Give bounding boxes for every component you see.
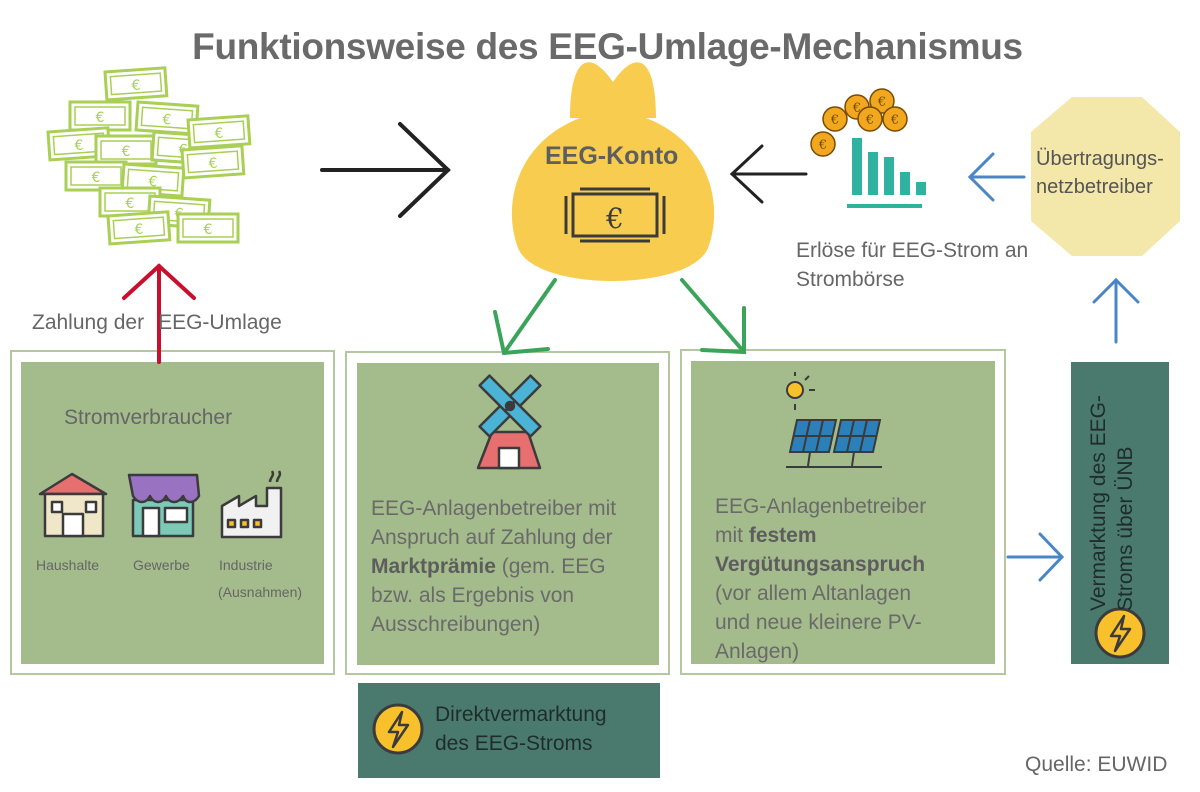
shop-icon xyxy=(127,473,201,538)
markt-line: bzw. als Ergebnis von xyxy=(371,584,575,607)
svg-text:€: € xyxy=(818,138,827,153)
banknote-icon: € xyxy=(64,160,128,192)
octagon-shape xyxy=(1031,97,1180,256)
arrow-to-konto xyxy=(320,122,451,218)
factory-icon xyxy=(220,470,283,539)
banknote-icon: € xyxy=(180,144,246,180)
ausnahmen-label: (Ausnahmen) xyxy=(218,584,303,600)
svg-text:€: € xyxy=(214,126,224,143)
banknote-icon: € xyxy=(103,66,169,102)
svg-text:€: € xyxy=(122,144,131,160)
svg-text:€: € xyxy=(131,78,141,95)
house-icon xyxy=(38,472,108,538)
svg-text:€: € xyxy=(204,222,213,238)
windmill-icon xyxy=(476,374,542,470)
fest-line: (vor allem Altanlagen xyxy=(715,582,912,605)
svg-text:€: € xyxy=(890,113,899,128)
banknote-icon: € xyxy=(94,134,158,166)
solar-panel-icon xyxy=(786,419,882,468)
banknote-icon: € xyxy=(106,210,172,246)
svg-text:€: € xyxy=(852,101,861,116)
uenb-label: Übertragungs-netzbetreiber xyxy=(1036,148,1164,198)
banknote-icon: € xyxy=(68,100,132,132)
svg-text:€: € xyxy=(92,170,101,186)
haushalte-label: Haushalte xyxy=(36,557,100,573)
markt-line: (gem. EEG xyxy=(495,555,606,578)
svg-text:€: € xyxy=(148,174,158,191)
verbraucher-frame xyxy=(10,350,335,675)
svg-text:€: € xyxy=(126,196,135,212)
fest-line: EEG-Anlagenbetreiber xyxy=(715,495,927,518)
svg-text:€: € xyxy=(74,138,84,155)
zahlung-label-part-b: EEG-Umlage xyxy=(158,311,282,334)
fest-line: Anlagen) xyxy=(715,640,800,663)
vermarktung-line: Stroms über ÜNB xyxy=(1114,446,1137,611)
vermarktung-line: Vermarktung des EEG- xyxy=(1087,395,1110,611)
banknote-icon: € xyxy=(176,212,240,244)
svg-text:€: € xyxy=(830,113,839,128)
arrow-to-vermarktung xyxy=(1006,532,1065,582)
svg-text:€: € xyxy=(162,112,172,129)
markt-line: EEG-Anlagenbetreiber mit xyxy=(371,497,617,520)
industrie-label: Industrie xyxy=(219,557,273,573)
coins-icon: €€ €€ €€ xyxy=(810,88,908,157)
fest-panel xyxy=(691,361,995,664)
source-label: Quelle: EUWID xyxy=(1025,753,1168,776)
bar-chart-icon xyxy=(847,138,926,208)
svg-text:€: € xyxy=(208,156,218,173)
page-title: Funktionsweise des EEG-Umlage-Mechanismu… xyxy=(192,26,1023,67)
arrow-uenb-to-erloese xyxy=(967,152,1026,202)
lightning-icon xyxy=(1094,607,1146,659)
markt-bold: Marktprämie xyxy=(371,555,496,578)
fest-text: EEG-Anlagenbetreiber mit festem Vergütun… xyxy=(715,492,993,666)
svg-text:€: € xyxy=(134,222,144,239)
fest-frame xyxy=(680,349,1006,675)
direkt-line: Direktvermarktung xyxy=(435,703,607,726)
konto-label: EEG-Konto xyxy=(545,142,679,170)
arrow-konto-to-markt xyxy=(493,278,557,356)
svg-text:€: € xyxy=(96,110,105,126)
sun-icon xyxy=(786,372,815,410)
markt-text: EEG-Anlagenbetreiber mit Anspruch auf Za… xyxy=(371,494,656,639)
markt-line: Anspruch auf Zahlung der xyxy=(371,526,613,549)
arrow-to-uenb xyxy=(1092,277,1140,344)
money-bag-icon: € xyxy=(511,62,715,281)
banknote-icon: € xyxy=(186,114,252,150)
erloese-label: Erlöse für EEG-Strom an Strombörse xyxy=(796,239,1029,291)
arrow-erloese-to-konto xyxy=(729,144,808,204)
markt-line: Ausschreibungen) xyxy=(371,613,541,636)
svg-text:€: € xyxy=(877,95,886,110)
arrow-konto-to-fest xyxy=(680,278,746,355)
direkt-line: des EEG-Stroms xyxy=(435,732,593,755)
fest-line: mit xyxy=(715,524,749,547)
zahlung-label: Zahlung der EEG-Umlage xyxy=(32,308,282,337)
fest-bold: festem xyxy=(748,524,817,547)
banknotes-icon: €€€€€€€€€€€€€€ xyxy=(46,66,252,246)
direktvermarktung-text: Direktvermarktung des EEG-Stroms xyxy=(435,700,607,758)
vermarktung-text: Vermarktung des EEG- Stroms über ÜNB xyxy=(1085,311,1145,611)
fest-line: und neue kleinere PV- xyxy=(715,611,922,634)
svg-text:€: € xyxy=(865,113,874,128)
lightning-icon xyxy=(372,703,424,755)
arrow-zahlung xyxy=(122,263,196,364)
zahlung-label-part-a: Zahlung der xyxy=(32,311,145,334)
fest-bold: Vergütungsanspruch xyxy=(715,553,926,576)
gewerbe-label: Gewerbe xyxy=(133,557,190,573)
svg-text:€: € xyxy=(605,202,624,235)
verbraucher-heading: Stromverbraucher xyxy=(64,406,233,429)
